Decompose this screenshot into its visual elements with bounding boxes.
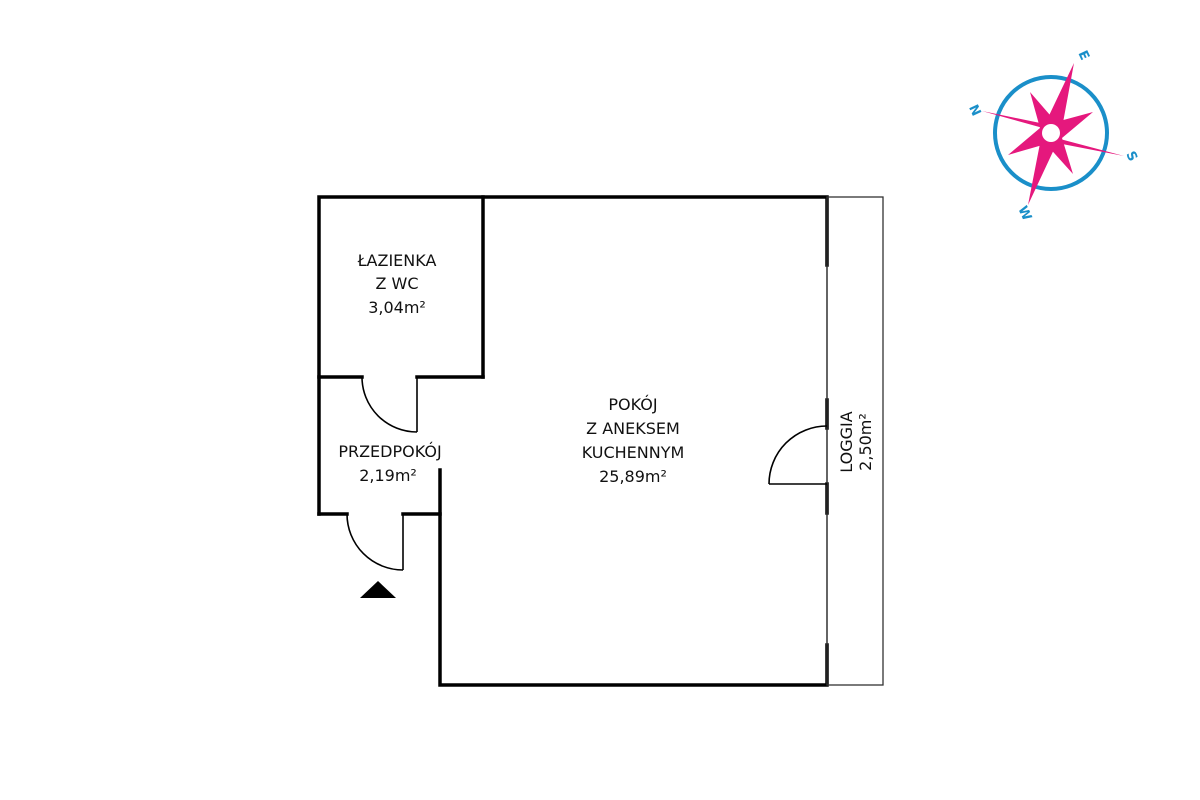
compass-w: W [1014, 204, 1034, 223]
loggia-outline [826, 196, 884, 686]
living-label-line2: Z ANEKSEM [586, 419, 680, 438]
compass-n: N [965, 102, 983, 118]
loggia-door[interactable] [768, 425, 828, 485]
room-loggia: LOGGIA 2,50m² [837, 411, 875, 472]
bathroom-label-line1: ŁAZIENKA [357, 251, 437, 270]
compass-s: S [1122, 149, 1140, 164]
bathroom-area: 3,04m² [368, 298, 426, 317]
bathroom-label-line2: Z WC [375, 274, 418, 293]
loggia-area: 2,50m² [856, 413, 875, 471]
entrance-triangle-icon [360, 581, 396, 598]
loggia-label: LOGGIA [837, 411, 856, 472]
room-living: POKÓJ Z ANEKSEM KUCHENNYM 25,89m² [582, 395, 685, 486]
entrance-door[interactable] [346, 513, 404, 571]
compass-e: E [1074, 48, 1091, 62]
walls [317, 195, 829, 687]
hallway-area: 2,19m² [359, 466, 417, 485]
room-hallway: PRZEDPOKÓJ 2,19m² [338, 442, 441, 485]
compass-rose-icon: N E S W [965, 48, 1140, 223]
hallway-label: PRZEDPOKÓJ [338, 442, 441, 461]
bathroom-door[interactable] [361, 376, 418, 433]
living-area: 25,89m² [599, 467, 667, 486]
living-label-line3: KUCHENNYM [582, 443, 685, 462]
room-bathroom: ŁAZIENKA Z WC 3,04m² [357, 251, 437, 317]
living-label-line1: POKÓJ [608, 395, 657, 414]
